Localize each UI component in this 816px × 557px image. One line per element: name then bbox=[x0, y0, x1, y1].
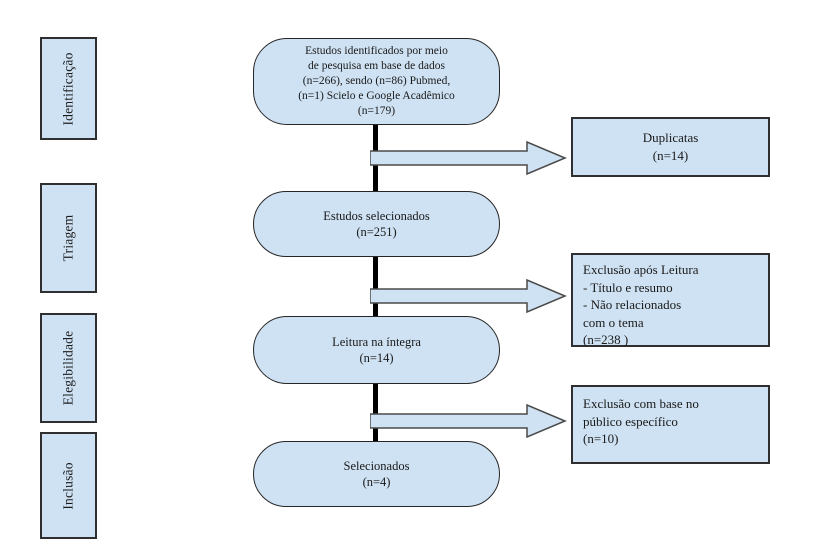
arrow-to-exclusion-audience-icon bbox=[370, 403, 567, 439]
node-text: Selecionados (n=4) bbox=[343, 458, 410, 490]
stage-label-triagem: Triagem bbox=[40, 183, 97, 293]
stage-label-text: Elegibilidade bbox=[60, 330, 76, 406]
stage-label-inclusao: Inclusão bbox=[40, 432, 97, 539]
box-text: Exclusão com base no público específico … bbox=[583, 396, 699, 447]
node-included: Selecionados (n=4) bbox=[253, 441, 500, 507]
arrow-shape bbox=[370, 140, 567, 176]
stage-label-text: Inclusão bbox=[60, 461, 76, 510]
arrow-to-duplicates-icon bbox=[370, 140, 567, 176]
arrow-to-exclusion-reading-icon bbox=[370, 278, 567, 314]
flow-connector-line bbox=[373, 120, 378, 446]
stage-label-text: Triagem bbox=[60, 214, 76, 262]
box-text: Exclusão após Leitura - Título e resumo … bbox=[583, 262, 699, 348]
stage-label-text: Identificação bbox=[60, 51, 76, 126]
node-selected-studies: Estudos selecionados (n=251) bbox=[253, 191, 500, 257]
stage-label-identificacao: Identificação bbox=[40, 37, 97, 140]
node-text: Estudos selecionados (n=251) bbox=[323, 208, 430, 240]
box-duplicates: Duplicatas (n=14) bbox=[571, 117, 770, 177]
node-text: Estudos identificados por meio de pesqui… bbox=[298, 44, 455, 118]
node-full-text-reading: Leitura na íntegra (n=14) bbox=[253, 316, 500, 384]
node-text: Leitura na íntegra (n=14) bbox=[332, 334, 421, 366]
node-identified-studies: Estudos identificados por meio de pesqui… bbox=[253, 38, 500, 125]
arrow-shape bbox=[370, 278, 567, 314]
box-exclusion-specific-audience: Exclusão com base no público específico … bbox=[571, 385, 770, 464]
stage-label-elegibilidade: Elegibilidade bbox=[40, 313, 97, 423]
box-text: Duplicatas (n=14) bbox=[642, 130, 699, 163]
arrow-shape bbox=[370, 403, 567, 439]
box-exclusion-after-reading: Exclusão após Leitura - Título e resumo … bbox=[571, 253, 770, 347]
